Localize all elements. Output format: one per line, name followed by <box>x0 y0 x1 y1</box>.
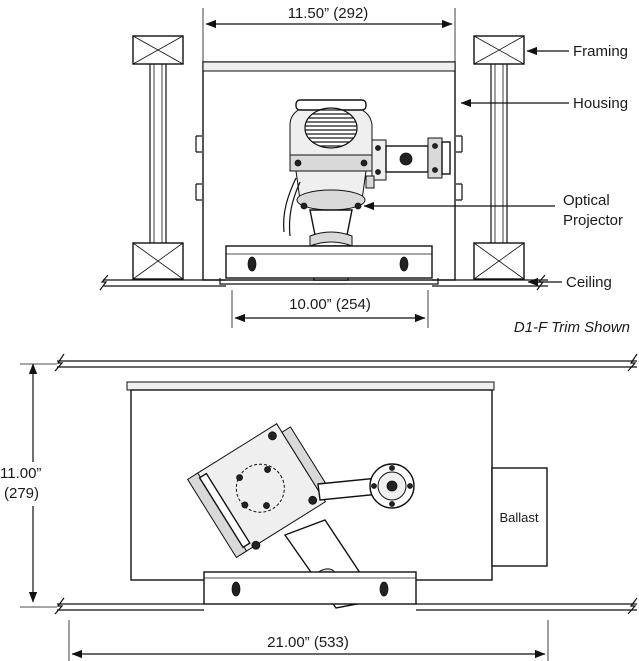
ceiling-label: Ceiling <box>566 274 612 291</box>
side-elevation-view: Ballast <box>0 353 638 661</box>
side-ceiling-lines <box>54 597 638 615</box>
callout-leaders <box>363 46 569 287</box>
trim-ring <box>219 245 439 285</box>
top-framing-lines <box>54 353 638 372</box>
ballast-label: Ballast <box>499 510 538 525</box>
dimension-height <box>0 363 62 608</box>
dim-top-width-label: 11.50” (292) <box>288 5 369 22</box>
front-elevation-view: 11.50” (292) <box>99 4 630 336</box>
trim-note: D1-F Trim Shown <box>514 319 630 336</box>
dimension-length <box>68 620 549 661</box>
dim-height-label-1: 11.00” <box>0 465 41 482</box>
dim-length-label: 21.00” (533) <box>267 634 349 651</box>
dim-trim-width-label: 10.00” (254) <box>289 296 371 313</box>
dim-height-label-2: (279) <box>4 485 39 502</box>
framing-label: Framing <box>573 43 628 60</box>
dimension-top-width <box>202 4 456 62</box>
framing-right <box>473 35 525 280</box>
dimension-trim-width <box>231 290 429 328</box>
optical-label-line2: Projector <box>563 212 623 229</box>
ballast-box <box>491 467 548 567</box>
optical-label-line1: Optical <box>563 192 610 209</box>
framing-left <box>132 35 184 280</box>
side-trim <box>203 571 417 605</box>
housing-label: Housing <box>573 95 628 112</box>
